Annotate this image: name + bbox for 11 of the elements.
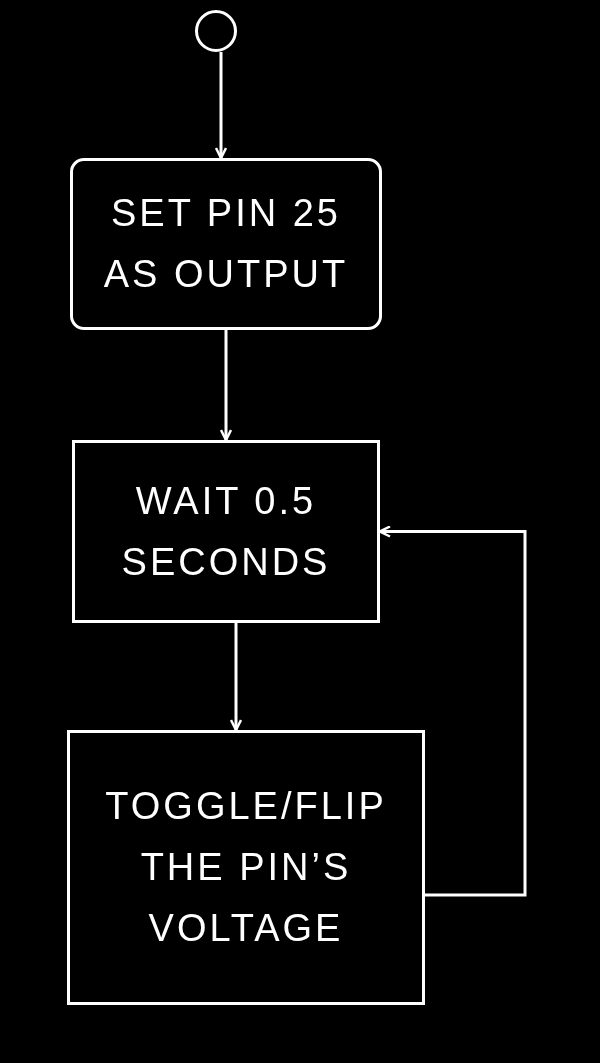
step-label: TOGGLE/FLIP THE PIN’S VOLTAGE [104, 784, 388, 951]
step-label: SET PIN 25 AS OUTPUT [102, 191, 350, 297]
process-box [72, 440, 380, 623]
arrow [219, 330, 233, 442]
arrow [214, 52, 228, 160]
step-label: WAIT 0.5 SECONDS [120, 478, 332, 585]
arrow [378, 525, 527, 897]
arrow [229, 623, 243, 732]
process-box [70, 158, 382, 330]
process-box [67, 730, 425, 1005]
start-circle [195, 10, 237, 52]
